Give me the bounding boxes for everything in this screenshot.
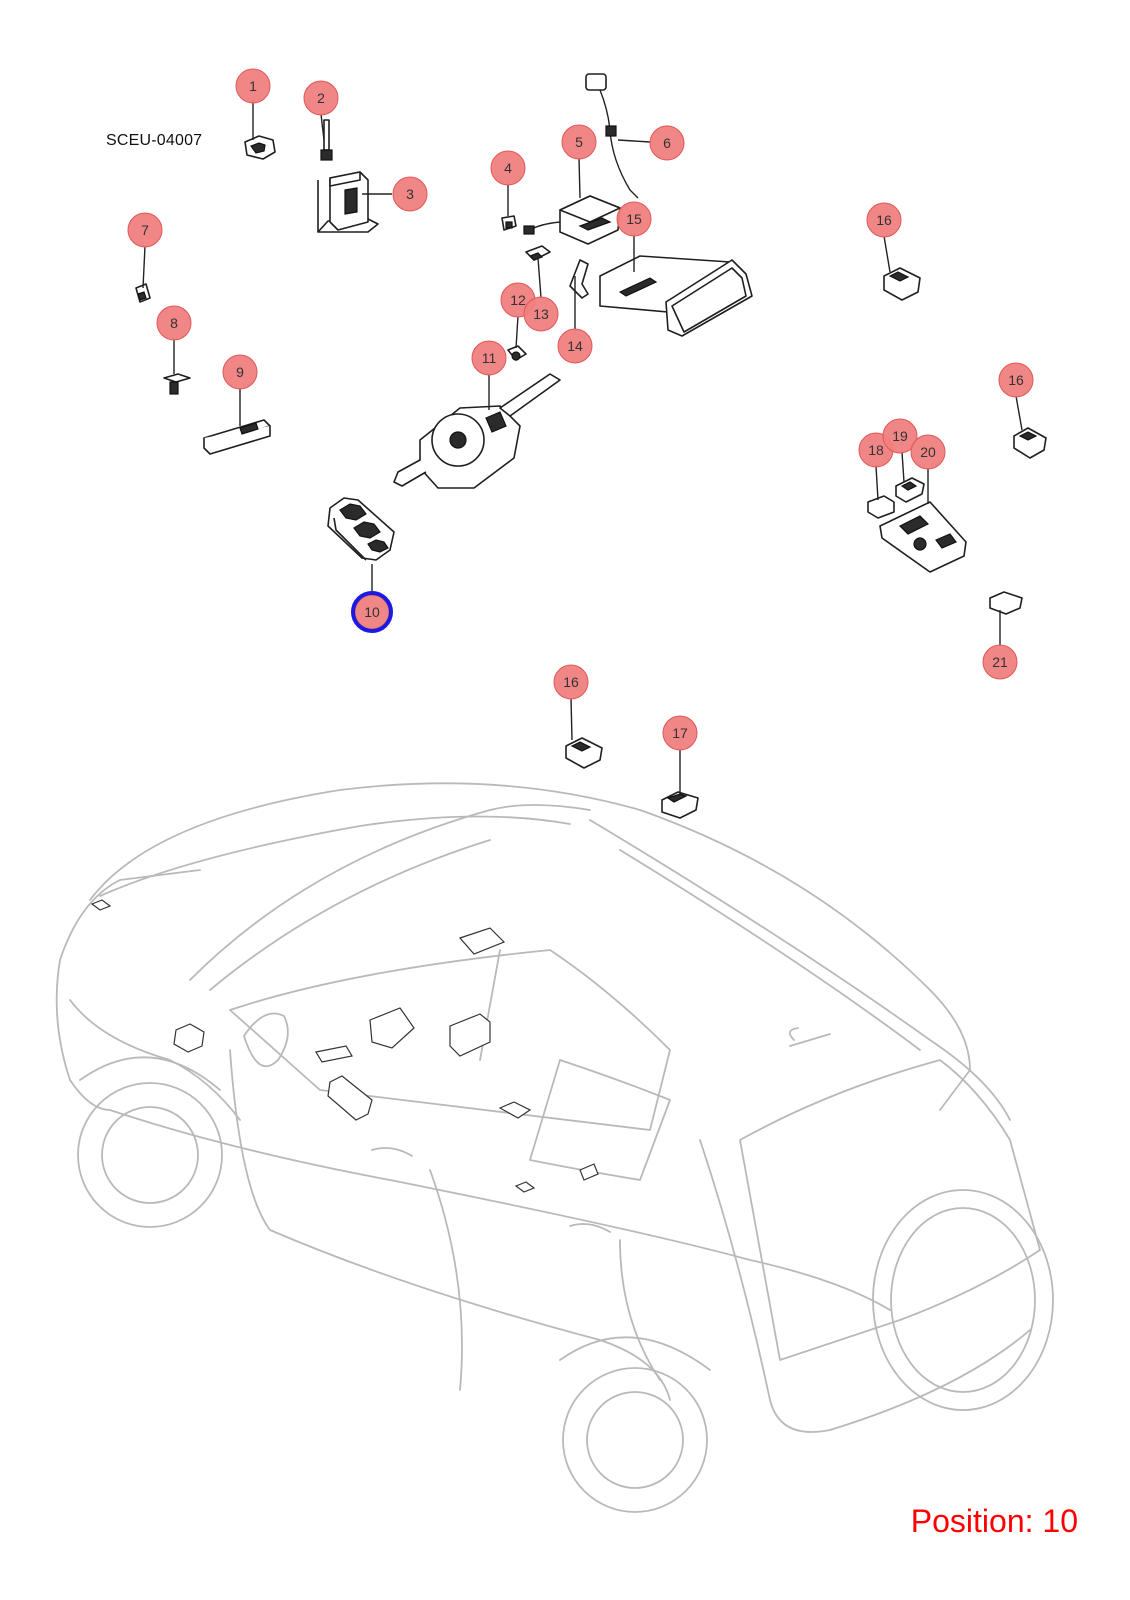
part-4-clip[interactable] xyxy=(501,215,517,231)
callout-4[interactable]: 4 xyxy=(490,150,526,186)
part-5-module[interactable] xyxy=(523,195,621,245)
callout-7[interactable]: 7 xyxy=(127,212,163,248)
callout-14[interactable]: 14 xyxy=(557,328,593,364)
part-16-switch-c[interactable] xyxy=(565,737,603,769)
svg-text:12: 12 xyxy=(510,292,526,308)
callout-16-c[interactable]: 16 xyxy=(553,664,589,700)
vehicle-outline xyxy=(55,782,1054,1513)
svg-text:6: 6 xyxy=(663,135,671,151)
part-9-switch-panel[interactable] xyxy=(203,419,271,455)
callouts: 1 2 3 4 5 6 7 8 9 10 11 xyxy=(127,68,1034,751)
diagram-code: SCEU-04007 xyxy=(106,132,203,149)
callout-15[interactable]: 15 xyxy=(616,201,652,237)
callout-13[interactable]: 13 xyxy=(523,296,559,332)
part-15-display[interactable] xyxy=(599,255,753,337)
callout-10-selected[interactable]: 10 xyxy=(351,591,393,633)
svg-text:17: 17 xyxy=(672,725,688,741)
callout-9[interactable]: 9 xyxy=(222,354,258,390)
part-21-switch[interactable] xyxy=(989,591,1023,615)
svg-text:14: 14 xyxy=(567,338,583,354)
callout-6[interactable]: 6 xyxy=(649,125,685,161)
callout-8[interactable]: 8 xyxy=(156,305,192,341)
part-11-column-switch[interactable] xyxy=(393,373,561,489)
svg-text:3: 3 xyxy=(406,186,414,202)
svg-text:16: 16 xyxy=(876,212,892,228)
part-19-switch[interactable] xyxy=(895,477,925,503)
svg-text:2: 2 xyxy=(317,90,325,106)
svg-text:9: 9 xyxy=(236,364,244,380)
part-3-control-unit[interactable] xyxy=(317,171,379,233)
svg-text:1: 1 xyxy=(249,78,257,94)
leader-lines xyxy=(142,100,1023,794)
callout-21[interactable]: 21 xyxy=(982,644,1018,680)
part-13-connector[interactable] xyxy=(525,245,551,261)
callout-16-b[interactable]: 16 xyxy=(998,362,1034,398)
svg-text:16: 16 xyxy=(563,674,579,690)
part-18-switch[interactable] xyxy=(867,495,895,519)
part-6-cable[interactable] xyxy=(585,73,639,199)
part-16-switch-a[interactable] xyxy=(883,267,921,301)
callout-16-a[interactable]: 16 xyxy=(866,202,902,238)
part-10-window-switch[interactable] xyxy=(327,497,395,561)
position-label: Position: 10 xyxy=(910,1503,1078,1539)
part-8-sensor[interactable] xyxy=(163,373,191,395)
part-16-switch-b[interactable] xyxy=(1013,427,1047,459)
svg-text:4: 4 xyxy=(504,160,512,176)
parts-layer xyxy=(135,73,1047,819)
svg-text:8: 8 xyxy=(170,315,178,331)
part-17-brake-switch[interactable] xyxy=(661,791,699,819)
callout-11[interactable]: 11 xyxy=(471,340,507,376)
callout-20[interactable]: 20 xyxy=(910,434,946,470)
callout-17[interactable]: 17 xyxy=(662,715,698,751)
svg-text:13: 13 xyxy=(533,306,549,322)
part-14-bracket[interactable] xyxy=(569,259,589,299)
svg-text:18: 18 xyxy=(868,442,884,458)
callout-2[interactable]: 2 xyxy=(303,80,339,116)
part-12-plug[interactable] xyxy=(507,345,527,361)
svg-text:11: 11 xyxy=(482,350,497,366)
part-20-console-panel[interactable] xyxy=(879,501,967,573)
svg-text:15: 15 xyxy=(626,211,642,227)
callout-5[interactable]: 5 xyxy=(561,124,597,160)
svg-text:7: 7 xyxy=(141,222,149,238)
svg-text:5: 5 xyxy=(575,134,583,150)
callout-3[interactable]: 3 xyxy=(392,176,428,212)
svg-text:21: 21 xyxy=(992,654,1008,670)
svg-text:10: 10 xyxy=(364,604,380,620)
callout-19[interactable]: 19 xyxy=(882,418,918,454)
selection-ring xyxy=(351,591,393,633)
svg-text:16: 16 xyxy=(1008,372,1024,388)
svg-text:19: 19 xyxy=(892,428,908,444)
part-1-sensor[interactable] xyxy=(244,135,276,160)
callout-1[interactable]: 1 xyxy=(235,68,271,104)
svg-text:20: 20 xyxy=(920,444,936,460)
